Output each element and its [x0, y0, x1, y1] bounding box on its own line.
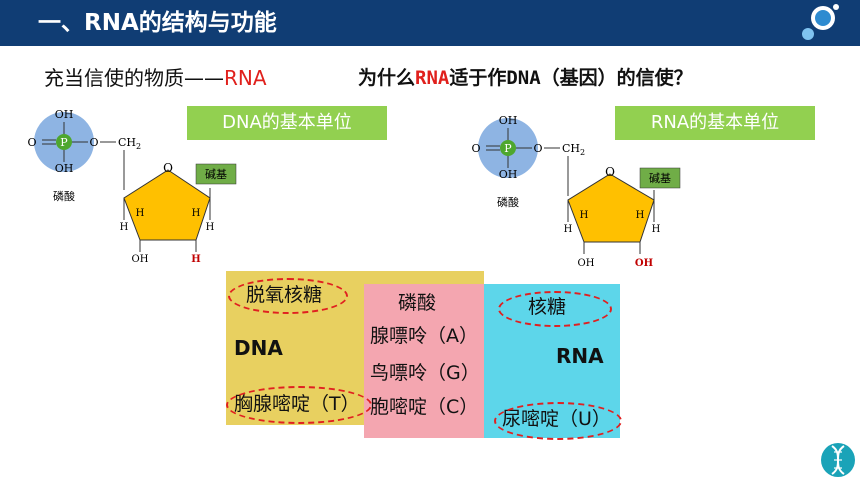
rna-p-label: P [504, 142, 512, 155]
rna-ribose-pentagon [567, 173, 655, 243]
question-highlight: RNA [415, 67, 450, 89]
dna-oh-top: OH [55, 108, 74, 121]
rna-sugar-highlight [498, 291, 612, 327]
intro-prefix: 充当信使的物质—— [44, 66, 224, 90]
dna-base-highlight [226, 386, 372, 424]
rna-o-left: O [471, 142, 480, 155]
common-component-box [364, 284, 484, 438]
rna-base-highlight [494, 402, 622, 440]
rna-unit-label: RNA的基本单位 [615, 106, 815, 140]
dna-h-left-upper: H [136, 208, 145, 219]
question-line: 为什么RNA适于作DNA（基因）的信使？ [358, 64, 693, 92]
dna-ch2: CH2 [118, 136, 141, 151]
dna-base-box [195, 163, 237, 185]
intro-highlight: RNA [224, 66, 267, 90]
rna-h-left-upper: H [580, 210, 589, 221]
dna-label: DNA [234, 336, 283, 360]
rna-base-box [639, 167, 681, 189]
intro-line: 充当信使的物质——RNA [44, 64, 267, 92]
dna-phosphate-group: P OH OH O O CH2 磷酸 [27, 108, 141, 203]
rna-h-right-upper: H [636, 210, 645, 221]
common-phosphate-text: 磷酸 [398, 292, 437, 314]
dna-h-2prime: H [191, 254, 200, 265]
dna-h-right-upper: H [192, 208, 201, 219]
dna-oh-3prime: OH [132, 254, 149, 265]
rna-ch2: CH2 [562, 142, 585, 157]
dna-phosphorus-circle [56, 134, 72, 150]
dna-base-label: 碱基 [205, 168, 227, 181]
rna-o-right: O [533, 142, 542, 155]
rna-oh-2prime: OH [635, 258, 653, 269]
rna-h-left-lower: H [564, 224, 573, 235]
rna-oh-3prime: OH [578, 258, 595, 269]
dna-ring-o: O [163, 161, 173, 175]
page-title: 一、RNA的结构与功能 [38, 10, 277, 36]
rna-phosphate-caption: 磷酸 [497, 195, 519, 209]
dna-h-right-lower: H [206, 222, 215, 233]
dna-helix-icon [821, 443, 855, 477]
question-part1: 为什么 [358, 67, 416, 89]
logo-icon [802, 4, 839, 40]
dna-phosphate-caption: 磷酸 [53, 189, 75, 203]
rna-ring-o: O [605, 165, 615, 179]
common-guanine-text: 鸟嘌呤（G） [370, 362, 480, 384]
rna-phosphorus-circle [500, 140, 516, 156]
rna-phosphate-group: P OH OH O O CH2 磷酸 [471, 114, 585, 209]
dna-sugar-highlight [228, 278, 348, 314]
common-adenine-text: 腺嘌呤（A） [370, 325, 478, 347]
dna-unit-label: DNA的基本单位 [187, 106, 387, 140]
dna-o-left: O [27, 136, 36, 149]
rna-oh-bottom: OH [499, 168, 518, 181]
dna-deoxyribose-pentagon [123, 169, 211, 241]
rna-oh-top: OH [499, 114, 518, 127]
common-cytosine-text: 胞嘧啶（C） [370, 396, 479, 418]
title-bar [0, 0, 860, 46]
dna-oh-bottom: OH [55, 162, 74, 175]
dna-o-right: O [89, 136, 98, 149]
dna-h-left-lower: H [120, 222, 129, 233]
question-part2: 适于作DNA（基因）的信使？ [449, 67, 693, 89]
rna-h-right-lower: H [652, 224, 661, 235]
dna-p-label: P [60, 136, 68, 149]
rna-base-label: 碱基 [649, 172, 671, 185]
rna-label: RNA [556, 344, 604, 368]
